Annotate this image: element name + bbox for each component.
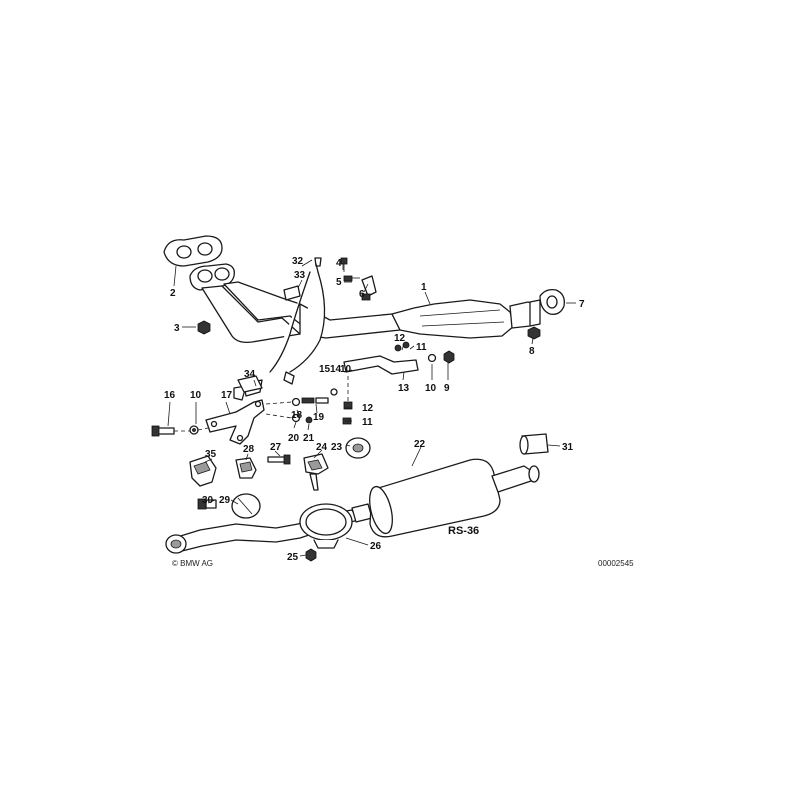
callout-14: 14 (330, 364, 342, 375)
callout-4: 4 (336, 258, 342, 269)
callout-27: 27 (270, 442, 282, 453)
callout-15: 15 (319, 364, 331, 375)
hanger-clamp-part (303, 453, 329, 491)
gasket-ring-part (231, 493, 261, 519)
sensor-cable-part (269, 257, 326, 385)
flange-gasket-part (539, 288, 565, 315)
callout-25: 25 (287, 552, 299, 563)
callout-9: 9 (444, 383, 450, 394)
nut-part (305, 548, 317, 562)
callout-16: 16 (164, 390, 176, 401)
pipe-clamp-part (299, 503, 353, 549)
callout-12-top: 12 (394, 333, 406, 344)
clamp-part (235, 457, 257, 479)
callout-13: 13 (398, 383, 410, 394)
callout-23: 23 (331, 442, 343, 453)
callout-28: 28 (243, 444, 255, 455)
nut-part (197, 320, 211, 335)
callout-2: 2 (170, 288, 176, 299)
callout-11-top: 11 (416, 342, 427, 353)
callout-29: 29 (219, 495, 231, 506)
callout-10-right: 10 (425, 383, 437, 394)
diagram-code: RS-36 (448, 525, 479, 537)
callout-10-left: 10 (190, 390, 202, 401)
callout-34: 34 (244, 369, 256, 380)
callout-22: 22 (414, 439, 426, 450)
callout-5: 5 (336, 277, 342, 288)
bolt-part (197, 498, 217, 510)
clamp-part (189, 455, 217, 487)
callout-12-bottom: 12 (362, 403, 374, 414)
callout-18: 18 (291, 410, 303, 421)
bolt-part (267, 454, 291, 465)
hanger-bracket-part (342, 341, 455, 425)
callout-30: 30 (202, 495, 214, 506)
callout-35: 35 (205, 449, 217, 460)
catalytic-converter-part (391, 299, 541, 339)
callout-3: 3 (174, 323, 180, 334)
callout-10-mid: 10 (340, 364, 352, 375)
callout-19: 19 (313, 412, 325, 423)
callout-8: 8 (529, 346, 535, 357)
clip-part (237, 375, 263, 393)
image-number: 00002545 (598, 559, 634, 568)
callout-labels: 1 2 3 4 5 6 7 8 9 10 10 10 11 11 12 12 1… (164, 256, 585, 563)
callout-17: 17 (221, 390, 233, 401)
callout-26: 26 (370, 541, 382, 552)
tailpipe-trim-part (519, 433, 549, 455)
callout-11-bottom: 11 (362, 417, 373, 428)
callout-31: 31 (562, 442, 574, 453)
leader-lines (167, 259, 576, 557)
callout-24: 24 (316, 442, 328, 453)
fasteners-part (265, 388, 338, 424)
callout-33: 33 (294, 270, 306, 281)
copyright-notice: © BMW AG (172, 559, 213, 568)
nut-part (527, 326, 541, 340)
callout-20: 20 (288, 433, 300, 444)
bolt-part (151, 425, 209, 437)
gasket-part (163, 235, 223, 267)
callout-1: 1 (421, 282, 427, 293)
callout-21: 21 (303, 433, 315, 444)
callout-7: 7 (579, 299, 585, 310)
callout-32: 32 (292, 256, 304, 267)
callout-6: 6 (359, 289, 365, 300)
rubber-mount-part (345, 437, 371, 459)
rear-muffler-part (351, 458, 540, 538)
bracket-bolts-part (340, 257, 377, 301)
